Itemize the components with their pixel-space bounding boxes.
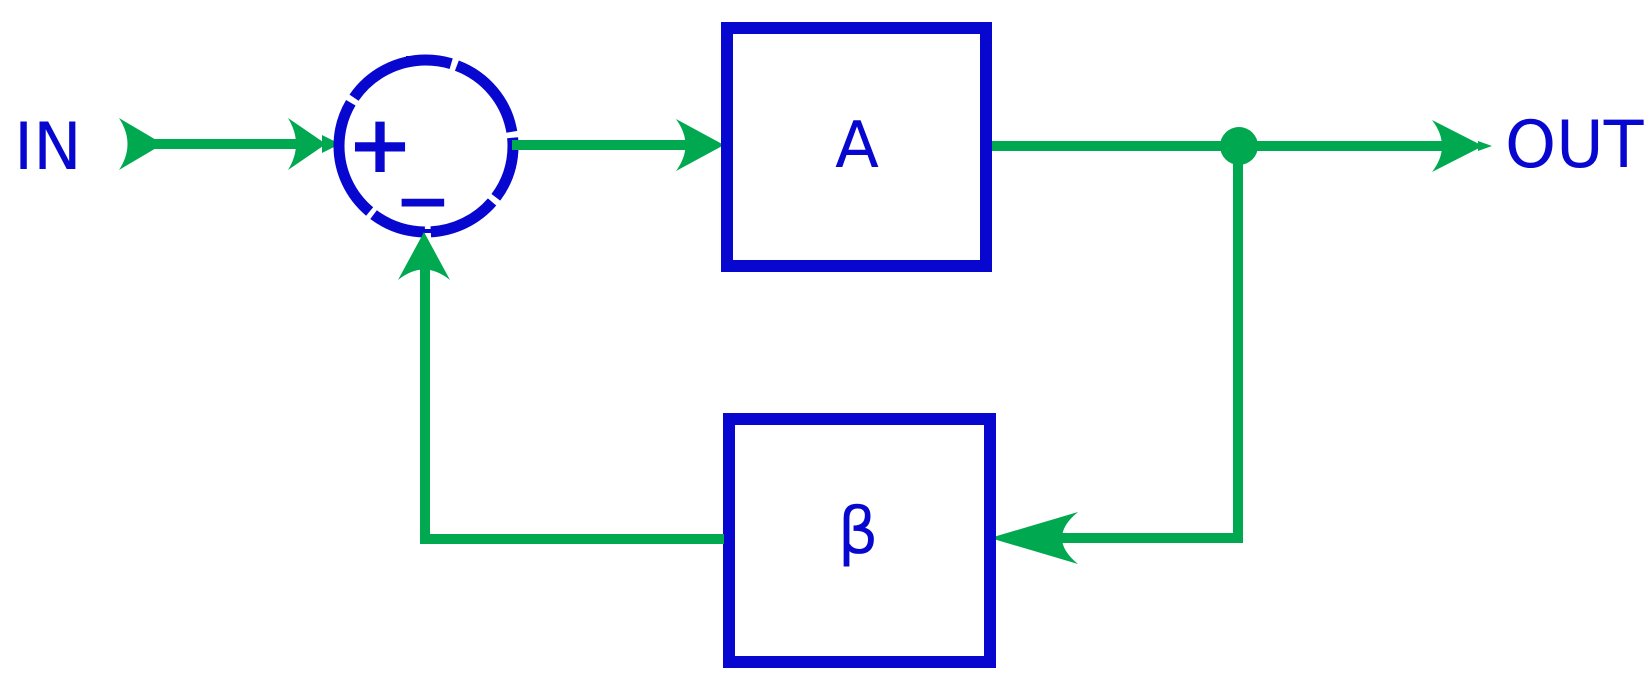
sum-to-a-arrow (512, 119, 724, 171)
feedback-block-label: β (838, 495, 879, 569)
input-arrowhead-end (288, 118, 326, 170)
feedback-block: β (723, 413, 996, 668)
into-sum-arrowhead (398, 232, 450, 280)
plus-sign: + (346, 98, 413, 191)
beta-to-sum-arrow (398, 232, 724, 544)
feedback-block-box (723, 413, 996, 668)
output-arrowhead (1432, 120, 1483, 172)
forward-block: A (721, 22, 992, 272)
input-arrow (119, 118, 340, 170)
feedback-down-left-shaft (1055, 146, 1243, 543)
summing-junction: + − (333, 54, 519, 241)
output-arrow-tip-dart (1478, 141, 1492, 151)
forward-block-label: A (835, 109, 879, 183)
input-arrowhead-start (119, 118, 163, 170)
input-arrow-tip-dart (322, 135, 340, 153)
forward-block-box (721, 22, 992, 272)
input-label: IN (14, 110, 82, 185)
into-beta-arrowhead (990, 512, 1078, 564)
minus-sign: − (395, 162, 452, 241)
sum-to-a-arrowhead (676, 119, 724, 171)
output-label: OUT (1505, 108, 1644, 183)
beta-to-sum-shaft (420, 265, 724, 544)
feedback-to-beta-arrow (990, 146, 1243, 564)
